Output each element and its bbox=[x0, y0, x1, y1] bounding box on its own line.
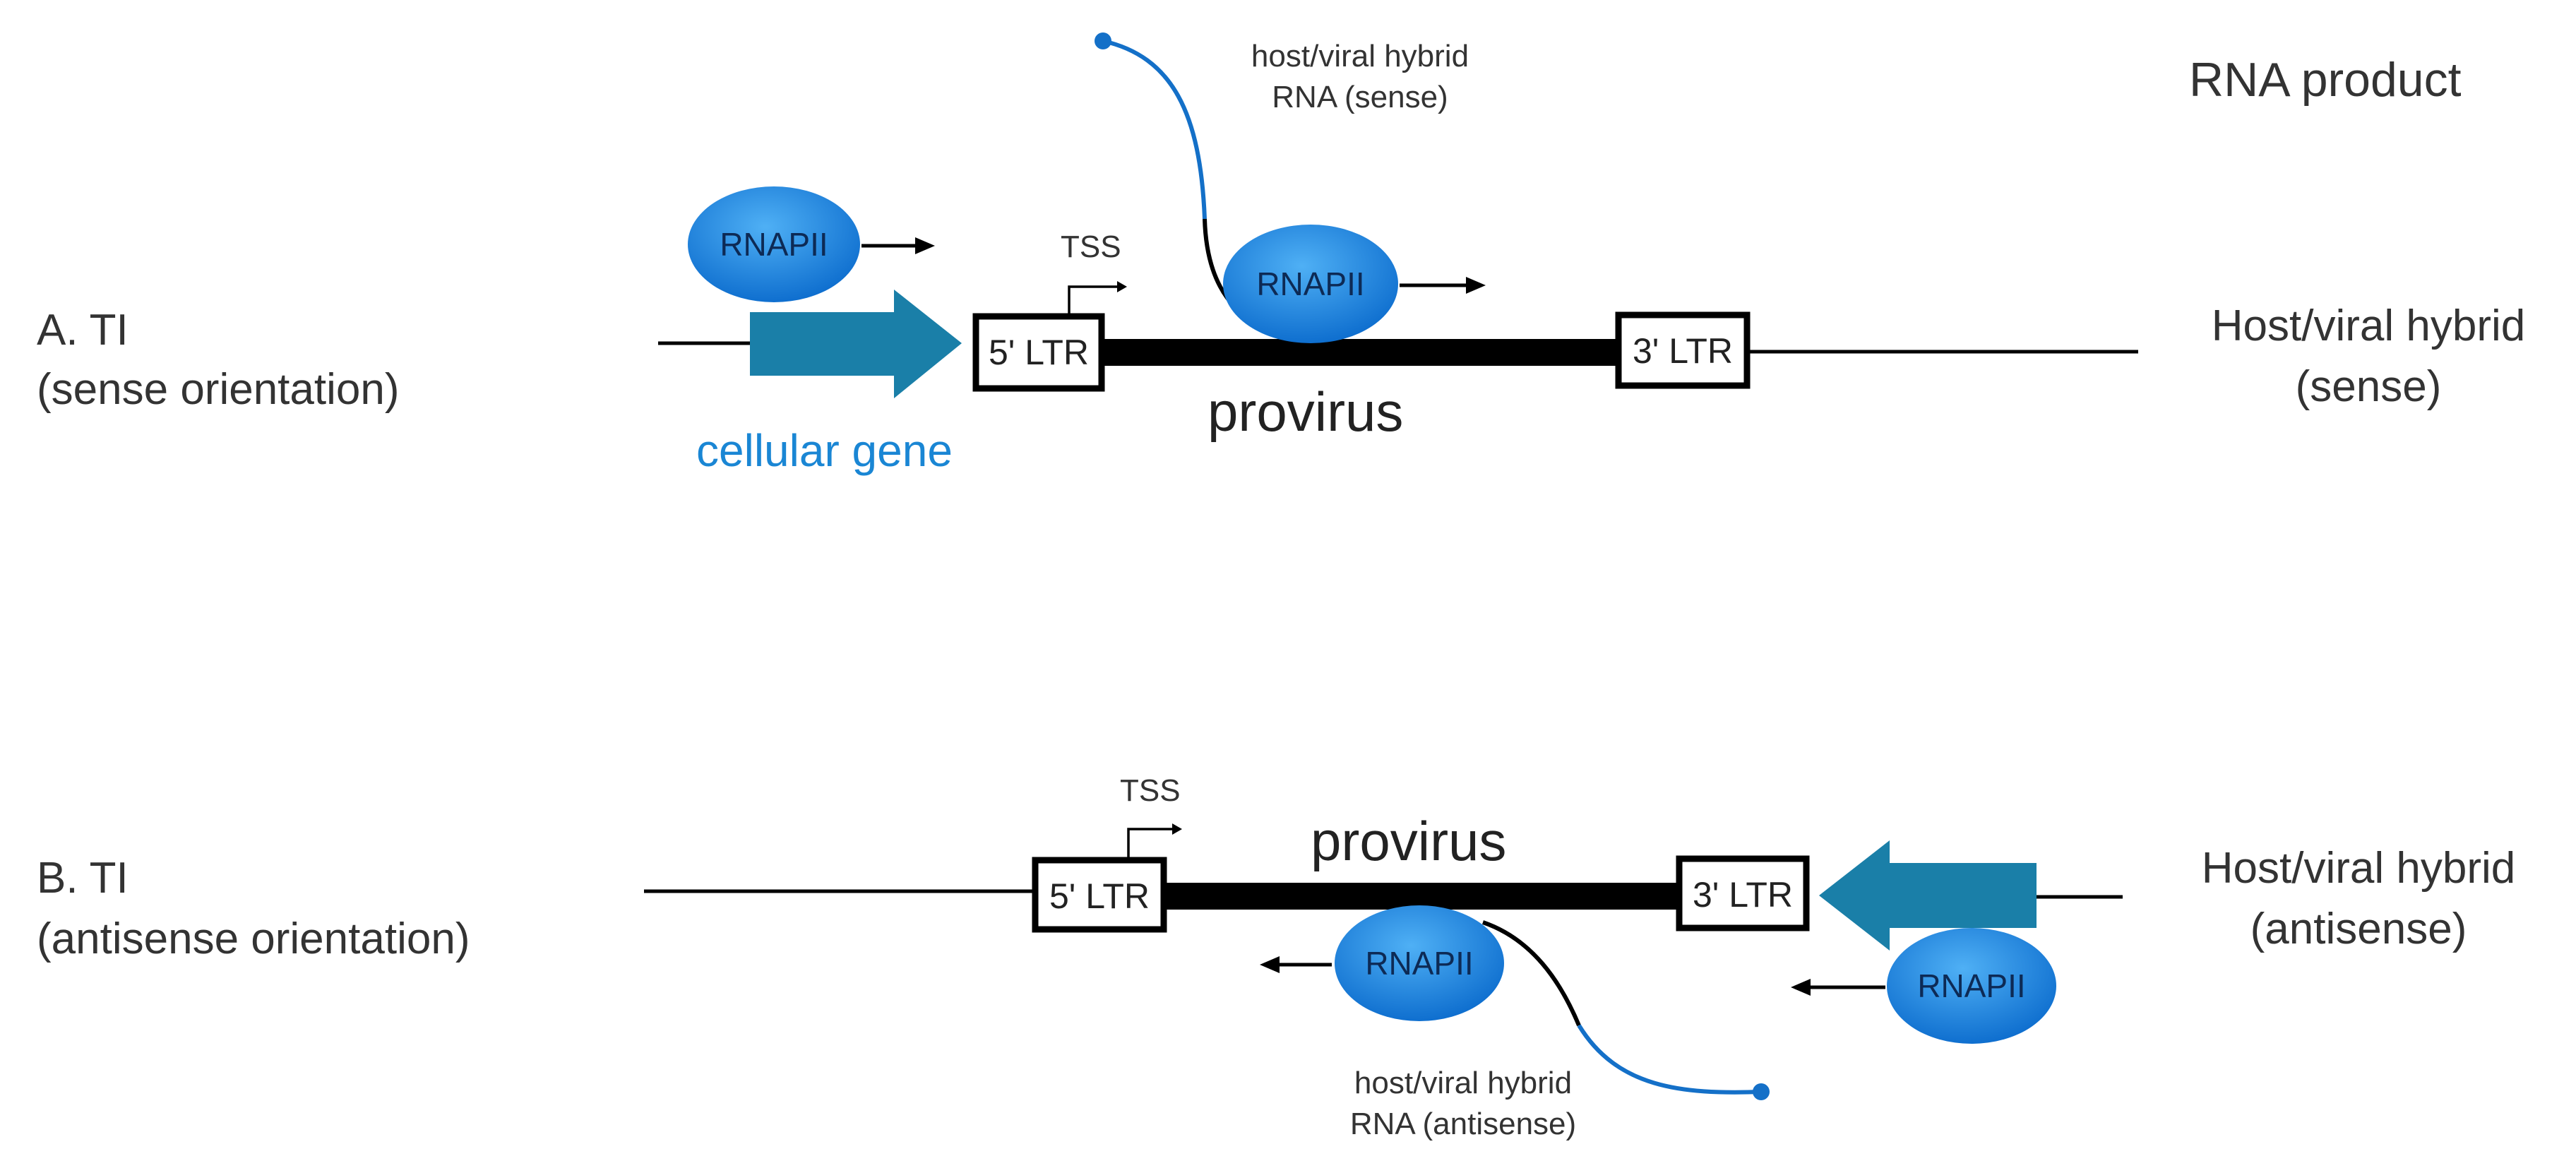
panel-b-hybrid-rna-label-line1: host/viral hybrid bbox=[1354, 1066, 1572, 1100]
panel-a-provirus-label: provirus bbox=[1208, 381, 1403, 443]
panel-b-ltr3-box bbox=[1676, 855, 1810, 931]
panel-b-hybrid-rna-label-line2: RNA (antisense) bbox=[1350, 1107, 1576, 1141]
panel-b-rnapii-provirus bbox=[1335, 905, 1504, 1021]
panel-a-cellular-gene-label: cellular gene bbox=[696, 425, 953, 476]
panel-a-hybrid-rna-strand-blue bbox=[1102, 39, 1207, 220]
panel-b-rnapii-provirus-label: RNAPII bbox=[1365, 945, 1473, 982]
panel-a-tss-label: TSS bbox=[1061, 230, 1121, 264]
panel-a-hybrid-rna-label-line2: RNA (sense) bbox=[1272, 80, 1448, 114]
panel-a-cellular-gene-arrow bbox=[750, 290, 962, 398]
panel-b-tss-arrowhead bbox=[1172, 823, 1182, 835]
panel-b-ltr5-box bbox=[1032, 857, 1167, 933]
panel-b-provirus-label: provirus bbox=[1311, 810, 1506, 872]
panel-a-rnapii-upstream-arrowhead bbox=[915, 237, 935, 254]
panel-a-ltr5-box bbox=[972, 313, 1105, 392]
panel-a-rnapii-upstream bbox=[688, 186, 860, 302]
panel-b-rnapii-downstream-arrowhead bbox=[1791, 979, 1811, 996]
panel-a-rnapii-provirus-label: RNAPII bbox=[1256, 266, 1364, 302]
panel-b-product-line2: (antisense) bbox=[2250, 905, 2467, 953]
panel-b-ltr5-label: 5' LTR bbox=[1049, 876, 1150, 916]
panel-a-hybrid-rna-5prime-cap bbox=[1095, 32, 1111, 49]
panel-a-rnapii-provirus bbox=[1223, 225, 1398, 343]
panel-a-product-line2: (sense) bbox=[2296, 362, 2442, 411]
panel-b-rnapii-provirus-arrowhead bbox=[1260, 956, 1280, 973]
panel-a-hybrid-rna-label-line1: host/viral hybrid bbox=[1251, 39, 1469, 73]
panel-b: B. TI (antisense orientation) 5' LTR 3' … bbox=[37, 773, 2515, 1141]
panel-a-ltr3-label: 3' LTR bbox=[1633, 331, 1733, 371]
panel-b-hybrid-rna-strand-black bbox=[1482, 920, 1581, 1027]
panel-a-label-line1: A. TI bbox=[37, 306, 129, 355]
panel-b-tss-arrow bbox=[1127, 828, 1174, 859]
panel-a-tss-arrow bbox=[1068, 285, 1119, 315]
panel-b-tss-label: TSS bbox=[1120, 773, 1181, 808]
panel-b-hybrid-rna-5prime-cap bbox=[1753, 1083, 1770, 1100]
rna-product-header: RNA product bbox=[2189, 53, 2462, 107]
panel-b-hybrid-rna-strand-blue bbox=[1577, 1024, 1762, 1095]
panel-b-rnapii-downstream bbox=[1887, 928, 2056, 1044]
panel-a: A. TI (sense orientation) 5' LTR 3' LTR … bbox=[37, 32, 2525, 476]
panel-b-product-line1: Host/viral hybrid bbox=[2202, 844, 2515, 893]
panel-a-rnapii-provirus-arrowhead bbox=[1466, 277, 1486, 294]
panel-a-label-line2: (sense orientation) bbox=[37, 365, 400, 414]
panel-b-provirus-bar bbox=[1164, 883, 1678, 910]
panel-b-label-line2: (antisense orientation) bbox=[37, 915, 470, 963]
panel-a-ltr5-label: 5' LTR bbox=[989, 333, 1089, 372]
panel-b-label-line1: B. TI bbox=[37, 854, 129, 903]
panel-b-rnapii-downstream-label: RNAPII bbox=[1917, 967, 2025, 1004]
panel-a-product-line1: Host/viral hybrid bbox=[2212, 302, 2525, 350]
panel-b-cellular-gene-arrow bbox=[1819, 840, 2037, 951]
panel-a-tss-arrowhead bbox=[1117, 281, 1127, 292]
panel-b-ltr3-label: 3' LTR bbox=[1693, 875, 1793, 915]
panel-a-rnapii-upstream-label: RNAPII bbox=[720, 226, 828, 263]
panel-a-ltr3-box bbox=[1615, 311, 1751, 389]
panel-a-provirus-bar bbox=[1103, 339, 1620, 366]
